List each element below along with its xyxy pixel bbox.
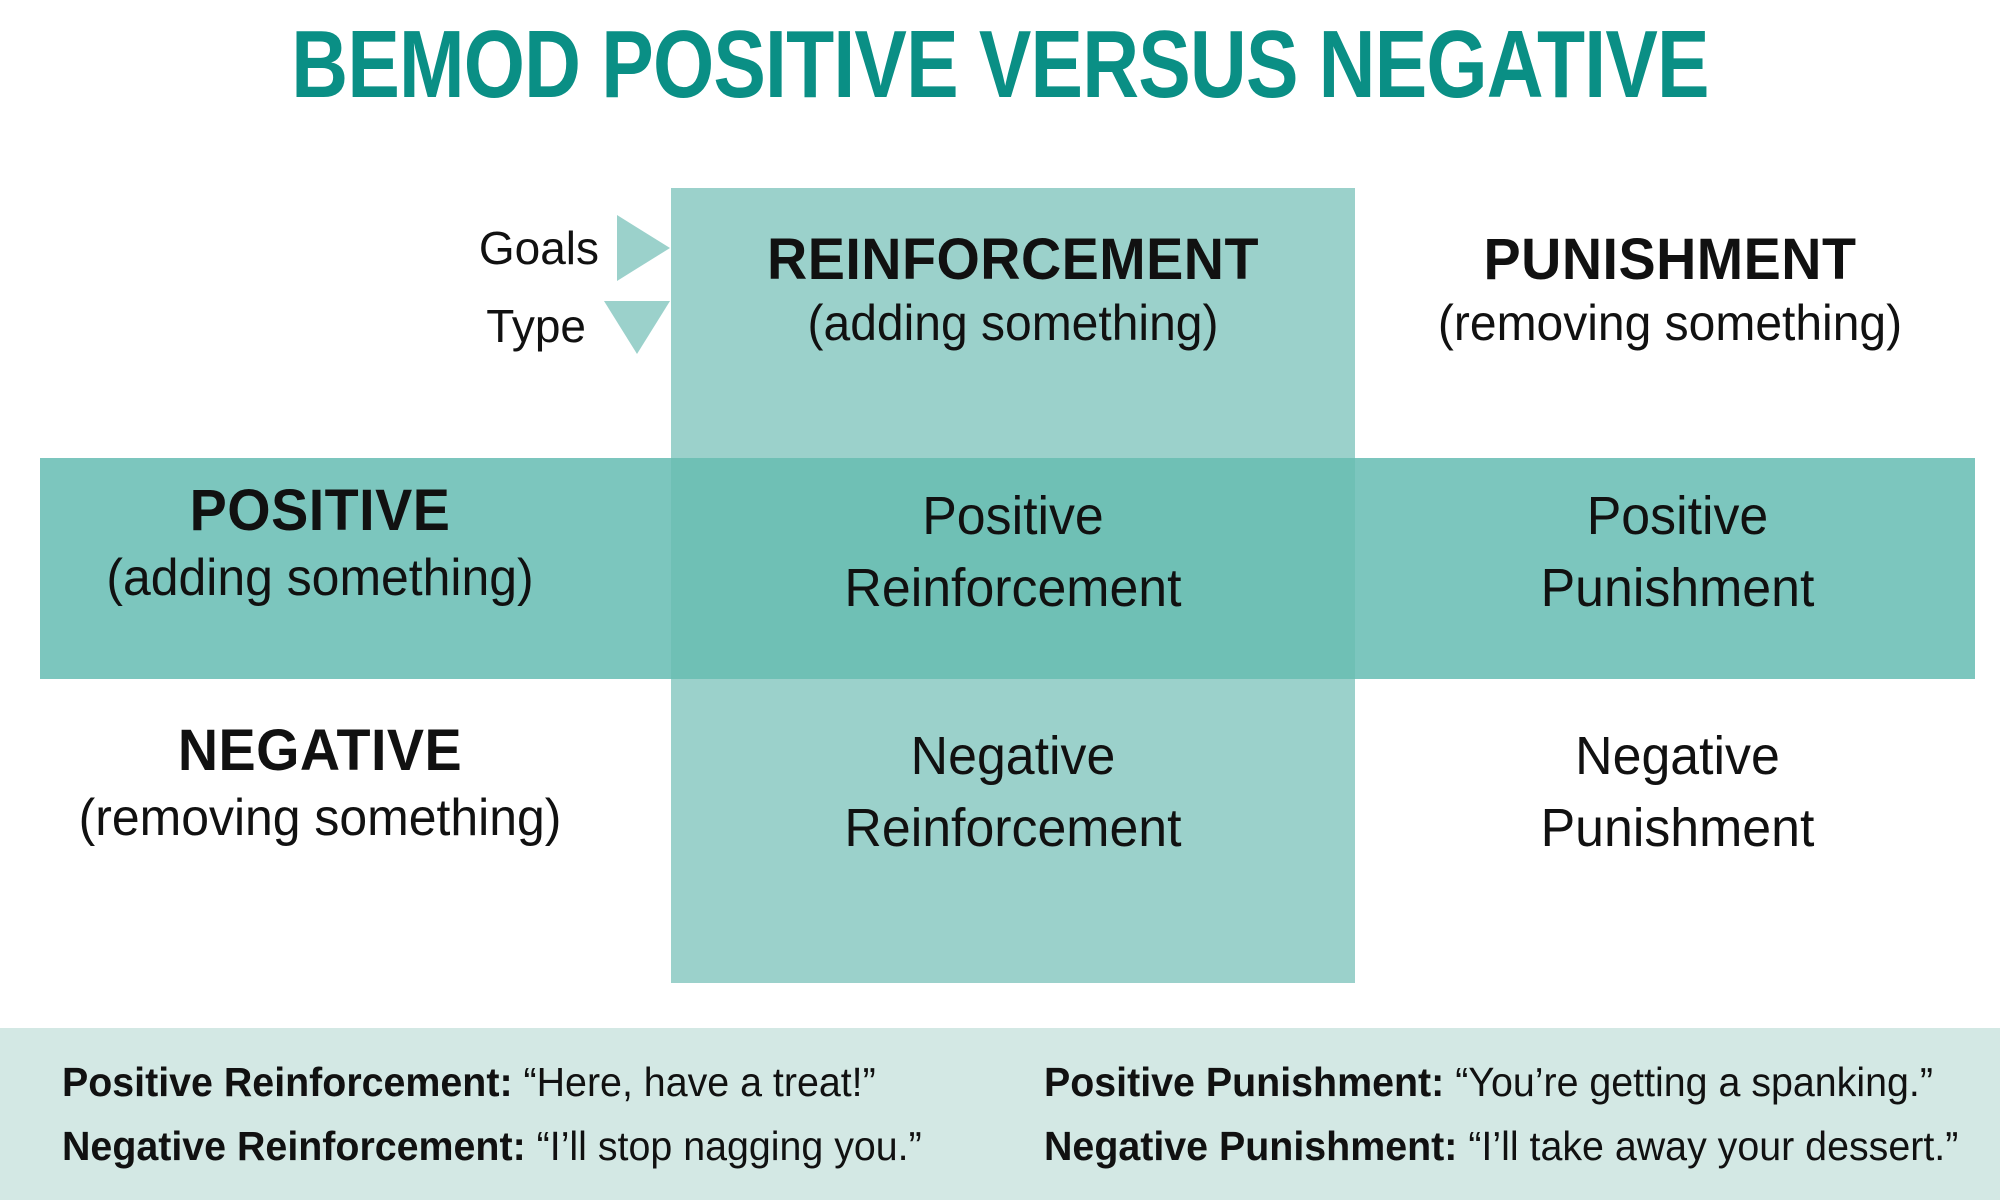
row-header-positive-title: POSITIVE	[189, 478, 451, 543]
footer-quote-positive-punishment: “You’re getting a spanking.”	[1455, 1059, 1933, 1105]
cell-positive-punishment-line2: Punishment	[1540, 558, 1815, 618]
footer-term-positive-reinforcement: Positive Reinforcement:	[62, 1059, 513, 1105]
footer-examples-panel: Positive Reinforcement: “Here, have a tr…	[0, 1028, 2000, 1200]
column-header-reinforcement-title: REINFORCEMENT	[767, 227, 1259, 292]
cell-negative-reinforcement-line1: Negative	[910, 726, 1116, 786]
positive-reinforcement-overlap-band	[671, 458, 1355, 679]
type-axis-row: Type	[290, 297, 670, 354]
triangle-down-icon	[604, 301, 670, 354]
page-title: BEMOD POSITIVE VERSUS NEGATIVE	[291, 11, 1709, 118]
cell-negative-punishment-line1: Negative	[1575, 726, 1780, 786]
cell-negative-punishment-line2: Punishment	[1540, 798, 1815, 858]
cell-positive-punishment: Positive Punishment	[1355, 480, 2000, 624]
footer-line-positive-reinforcement: Positive Reinforcement: “Here, have a tr…	[62, 1053, 962, 1111]
footer-line-negative-reinforcement: Negative Reinforcement: “I’ll stop naggi…	[62, 1117, 962, 1175]
footer-line-positive-punishment: Positive Punishment: “You’re getting a s…	[1044, 1053, 1962, 1111]
footer-column-reinforcement: Positive Reinforcement: “Here, have a tr…	[0, 1053, 1000, 1175]
footer-term-negative-punishment: Negative Punishment:	[1044, 1123, 1458, 1169]
cell-negative-reinforcement: Negative Reinforcement	[671, 720, 1355, 864]
footer-quote-negative-punishment: “I’ll take away your dessert.”	[1468, 1123, 1959, 1169]
column-header-punishment-subtitle: (removing something)	[1437, 295, 1903, 351]
footer-quote-positive-reinforcement: “Here, have a treat!”	[523, 1059, 876, 1105]
footer-quote-negative-reinforcement: “I’ll stop nagging you.”	[536, 1123, 922, 1169]
row-header-positive-subtitle: (adding something)	[106, 549, 534, 607]
column-header-punishment-title: PUNISHMENT	[1483, 227, 1857, 292]
row-header-negative-subtitle: (removing something)	[78, 789, 562, 847]
row-header-negative-title: NEGATIVE	[177, 718, 463, 783]
axis-legend: Goals Type	[290, 215, 670, 354]
cell-positive-reinforcement: Positive Reinforcement	[671, 480, 1355, 624]
cell-negative-punishment: Negative Punishment	[1355, 720, 2000, 864]
goals-axis-row: Goals	[290, 215, 670, 281]
column-header-punishment: PUNISHMENT (removing something)	[1340, 228, 2000, 354]
cell-negative-reinforcement-line2: Reinforcement	[844, 798, 1182, 858]
goals-label: Goals	[478, 222, 599, 274]
triangle-right-icon	[617, 215, 670, 281]
cell-positive-punishment-line1: Positive	[1586, 486, 1769, 546]
column-header-reinforcement-subtitle: (adding something)	[807, 295, 1219, 351]
type-label: Type	[486, 299, 586, 352]
row-header-negative: NEGATIVE (removing something)	[0, 718, 640, 852]
cell-positive-reinforcement-line1: Positive	[922, 486, 1104, 546]
column-header-reinforcement: REINFORCEMENT (adding something)	[671, 228, 1355, 354]
footer-column-punishment: Positive Punishment: “You’re getting a s…	[1000, 1053, 2000, 1175]
footer-line-negative-punishment: Negative Punishment: “I’ll take away you…	[1044, 1117, 1962, 1175]
footer-term-positive-punishment: Positive Punishment:	[1044, 1059, 1445, 1105]
footer-term-negative-reinforcement: Negative Reinforcement:	[62, 1123, 526, 1169]
footer-inner: Positive Reinforcement: “Here, have a tr…	[0, 1028, 2000, 1200]
row-header-positive: POSITIVE (adding something)	[0, 478, 640, 612]
cell-positive-reinforcement-line2: Reinforcement	[844, 558, 1182, 618]
